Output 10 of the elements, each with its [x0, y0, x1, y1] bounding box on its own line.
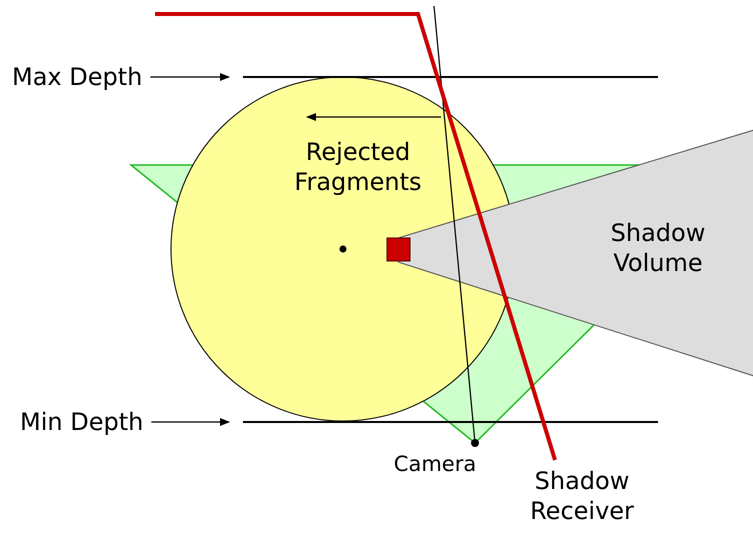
depth-label: Min Depth: [20, 407, 144, 437]
leader-arrow: [151, 418, 230, 426]
volume-label: Shadow Volume: [610, 218, 706, 278]
depth-line: [243, 76, 658, 78]
depth-line: [243, 421, 658, 423]
region-label: Rejected Fragments: [293, 137, 423, 197]
camera-label: Camera: [392, 451, 478, 478]
receiver-label: Shadow Receiver: [529, 466, 635, 526]
depth-label: Max Depth: [12, 62, 142, 92]
leader-arrow: [150, 73, 230, 81]
